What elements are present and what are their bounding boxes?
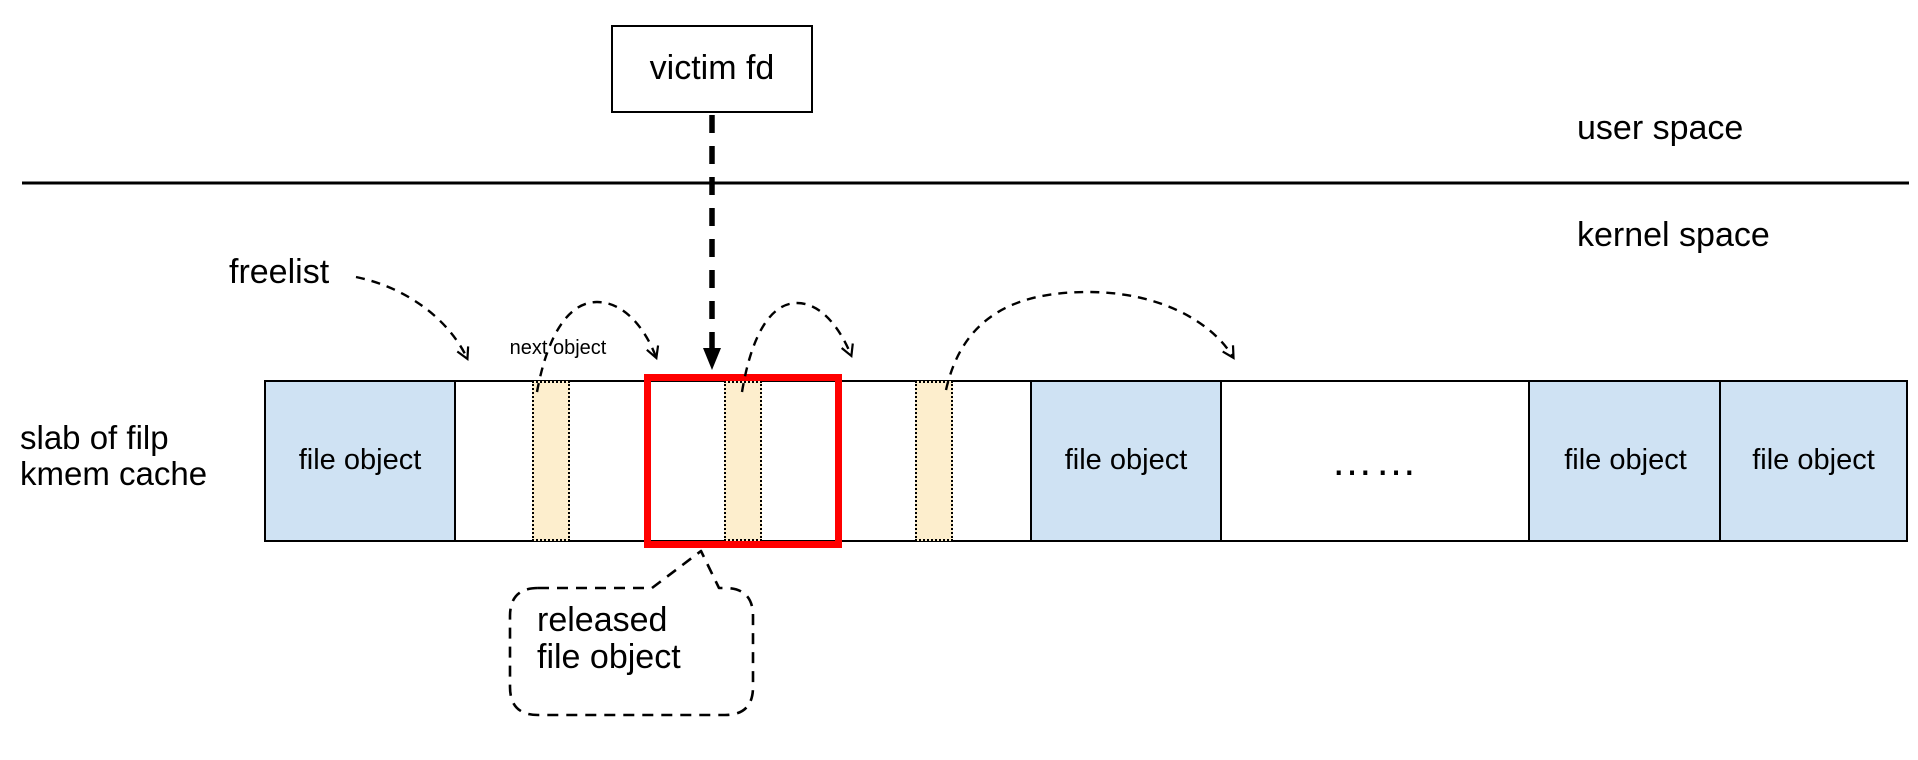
file-object-cell-3: file object xyxy=(1528,380,1723,542)
free-chunk-strip-3 xyxy=(915,381,953,541)
file-object-label-3: file object xyxy=(1564,444,1687,477)
kernel-space-label: kernel space xyxy=(1577,216,1770,254)
victim-fd-box: victim fd xyxy=(611,25,813,113)
file-object-cell-2: file object xyxy=(1030,380,1222,542)
released-callout-line2: file object xyxy=(537,638,681,677)
freelist-label: freelist xyxy=(229,253,330,291)
released-callout-text: released file object xyxy=(537,601,681,677)
ellipsis-label: …… xyxy=(1331,436,1419,484)
slab-caption-line2: kmem cache xyxy=(20,455,208,493)
hop-arrow-3 xyxy=(944,290,1235,391)
file-object-label-2: file object xyxy=(1064,444,1188,477)
freelist-arrow xyxy=(355,275,470,361)
file-object-label-4: file object xyxy=(1752,444,1875,477)
user-space-label: user space xyxy=(1577,109,1744,147)
free-chunk-strip-1 xyxy=(532,381,570,541)
file-object-cell-1: file object xyxy=(264,380,456,542)
file-object-cell-4: file object xyxy=(1719,380,1908,542)
ellipsis-cell: …… xyxy=(1222,380,1528,542)
next-object-label: next object xyxy=(509,337,607,359)
slab-caption-line1: slab of filp xyxy=(20,419,169,456)
slab-caption: slab of filp kmem cache xyxy=(20,419,208,493)
released-file-object-box xyxy=(644,374,842,548)
victim-fd-label: victim fd xyxy=(649,49,775,88)
free-chunk-strip-2 xyxy=(724,381,762,541)
released-callout-line1: released xyxy=(537,601,668,639)
file-object-label-1: file object xyxy=(298,444,422,477)
